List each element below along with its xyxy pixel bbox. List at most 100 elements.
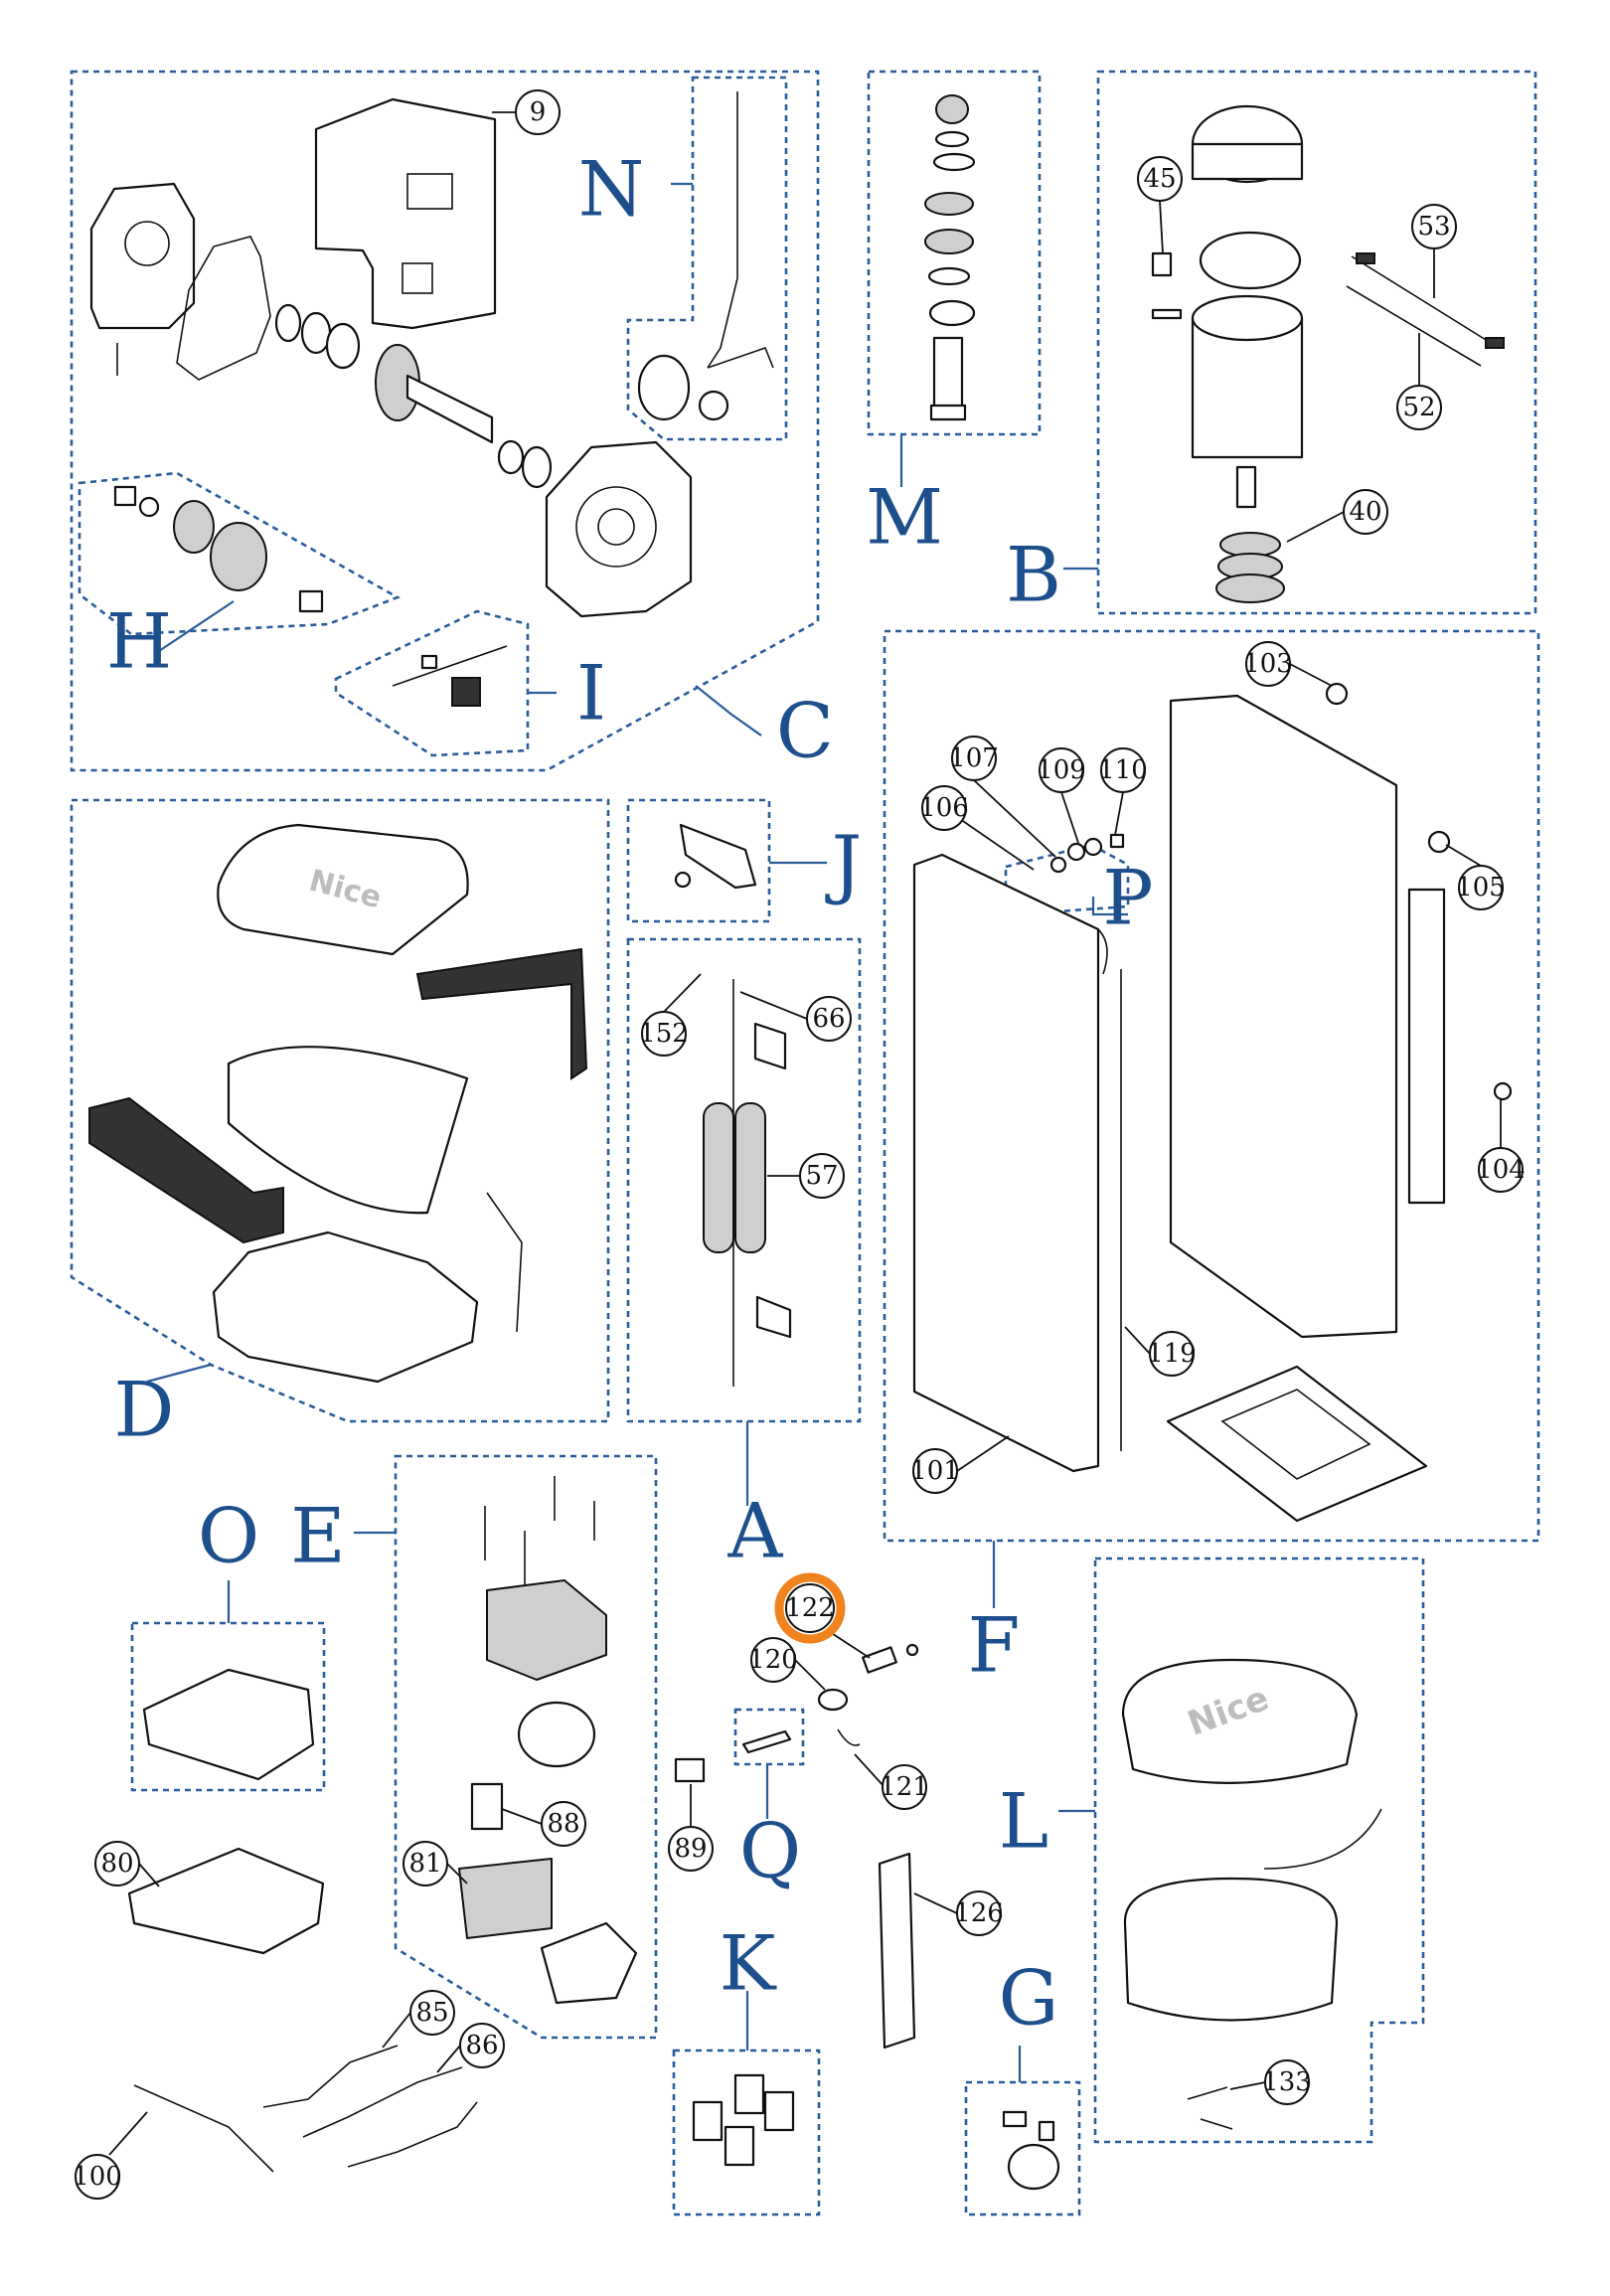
svg-text:105: 105	[1456, 873, 1506, 902]
seal-rings	[274, 303, 553, 489]
spring-assembly-a	[703, 979, 792, 1387]
svg-text:101: 101	[910, 1456, 960, 1486]
release-lever-n	[637, 91, 774, 421]
callout-89: 89	[668, 1784, 714, 1872]
svg-text:86: 86	[465, 2031, 498, 2060]
svg-text:88: 88	[547, 1809, 579, 1839]
svg-text:45: 45	[1143, 164, 1176, 194]
bellows-40	[1215, 532, 1285, 603]
lock-cylinder-120-122	[817, 1643, 919, 1746]
group-label-E: E	[290, 1492, 345, 1580]
group-label-N: N	[578, 145, 645, 234]
plugs-k	[692, 2073, 795, 2167]
svg-text:57: 57	[805, 1161, 838, 1191]
group-label-C: C	[776, 687, 834, 775]
callout-106: 106	[919, 785, 1035, 871]
callout-57: 57	[767, 1153, 845, 1199]
callout-100: 100	[73, 2111, 148, 2200]
callout-80: 80	[94, 1841, 160, 1887]
svg-text:106: 106	[919, 793, 969, 823]
group-label-I: I	[576, 649, 606, 738]
bracket-j	[674, 823, 757, 890]
column-f	[912, 682, 1513, 1523]
group-box-N	[626, 76, 788, 441]
callout-152: 152	[639, 973, 702, 1057]
callout-85: 85	[382, 1990, 455, 2049]
group-box-B	[1096, 70, 1537, 615]
group-label-D: D	[114, 1366, 175, 1454]
group-label-J: J	[825, 819, 862, 907]
callout-52: 52	[1396, 333, 1442, 430]
group-box-O	[130, 1621, 326, 1792]
callout-109: 109	[1037, 747, 1086, 844]
group-label-B: B	[1006, 531, 1061, 619]
svg-text:66: 66	[812, 1004, 845, 1034]
svg-text:110: 110	[1098, 755, 1148, 785]
support-plate	[314, 97, 497, 330]
cable-harness-52-53	[1346, 252, 1505, 367]
group-box-G	[964, 2080, 1081, 2216]
callout-110: 110	[1098, 747, 1148, 836]
svg-text:133: 133	[1262, 2067, 1312, 2097]
group-label-L: L	[999, 1777, 1048, 1866]
callout-104: 104	[1476, 1098, 1526, 1193]
svg-text:121: 121	[880, 1772, 929, 1802]
svg-text:81: 81	[408, 1849, 441, 1879]
group-label-G: G	[999, 1954, 1059, 2043]
callout-122: 122	[774, 1572, 871, 1659]
shaft-stack-m	[924, 94, 976, 421]
main-gear-shaft	[375, 344, 494, 444]
svg-text:103: 103	[1243, 649, 1293, 679]
callout-126: 126	[913, 1890, 1004, 1936]
cables-85-86-100	[133, 2045, 478, 2173]
cover-housing-d: Nice	[88, 823, 588, 1384]
svg-text:53: 53	[1417, 212, 1450, 242]
svg-text:152: 152	[639, 1019, 689, 1049]
svg-text:52: 52	[1402, 393, 1435, 422]
board-o	[142, 1668, 315, 1781]
svg-text:104: 104	[1476, 1155, 1526, 1185]
group-box-I	[334, 609, 530, 757]
group-label-F: F	[968, 1601, 1021, 1690]
group-box-L	[1093, 1557, 1425, 2144]
callout-119: 119	[1124, 1326, 1197, 1377]
callout-107: 107	[949, 736, 1056, 858]
svg-text:126: 126	[954, 1898, 1004, 1928]
group-box-D	[70, 798, 610, 1423]
callout-103: 103	[1243, 641, 1333, 687]
callout-66: 66	[739, 991, 852, 1042]
svg-text:107: 107	[949, 743, 999, 773]
group-box-A	[626, 937, 862, 1423]
callout-81: 81	[402, 1841, 468, 1886]
group-label-Q: Q	[739, 1807, 801, 1895]
parts-g	[1002, 2110, 1060, 2191]
profile-126	[878, 1852, 916, 2050]
key-q	[741, 1729, 792, 1754]
svg-text:40: 40	[1349, 497, 1381, 527]
svg-text:89: 89	[674, 1834, 707, 1864]
callout-9: 9	[492, 89, 561, 135]
svg-text:9: 9	[530, 97, 547, 127]
group-box-M	[867, 70, 1042, 436]
callout-133: 133	[1229, 2059, 1312, 2105]
svg-text:120: 120	[748, 1645, 798, 1675]
group-label-M: M	[866, 473, 943, 562]
callout-105: 105	[1445, 844, 1506, 910]
group-box-E	[394, 1454, 658, 2040]
callout-120: 120	[748, 1637, 826, 1691]
group-label-K: K	[720, 1919, 777, 2008]
svg-text:119: 119	[1147, 1339, 1197, 1369]
control-unit-e	[458, 1476, 638, 2005]
limit-switch-i	[392, 645, 508, 707]
gearbox-housing	[545, 440, 693, 618]
callout-45: 45	[1137, 156, 1183, 254]
callout-121: 121	[854, 1753, 929, 1810]
svg-text:100: 100	[73, 2162, 122, 2192]
callout-101: 101	[910, 1435, 1010, 1494]
group-label-O: O	[198, 1492, 259, 1580]
svg-text:122: 122	[785, 1593, 835, 1623]
svg-text:80: 80	[100, 1849, 133, 1879]
callout-86: 86	[436, 2023, 505, 2073]
cap-89	[674, 1757, 706, 1783]
